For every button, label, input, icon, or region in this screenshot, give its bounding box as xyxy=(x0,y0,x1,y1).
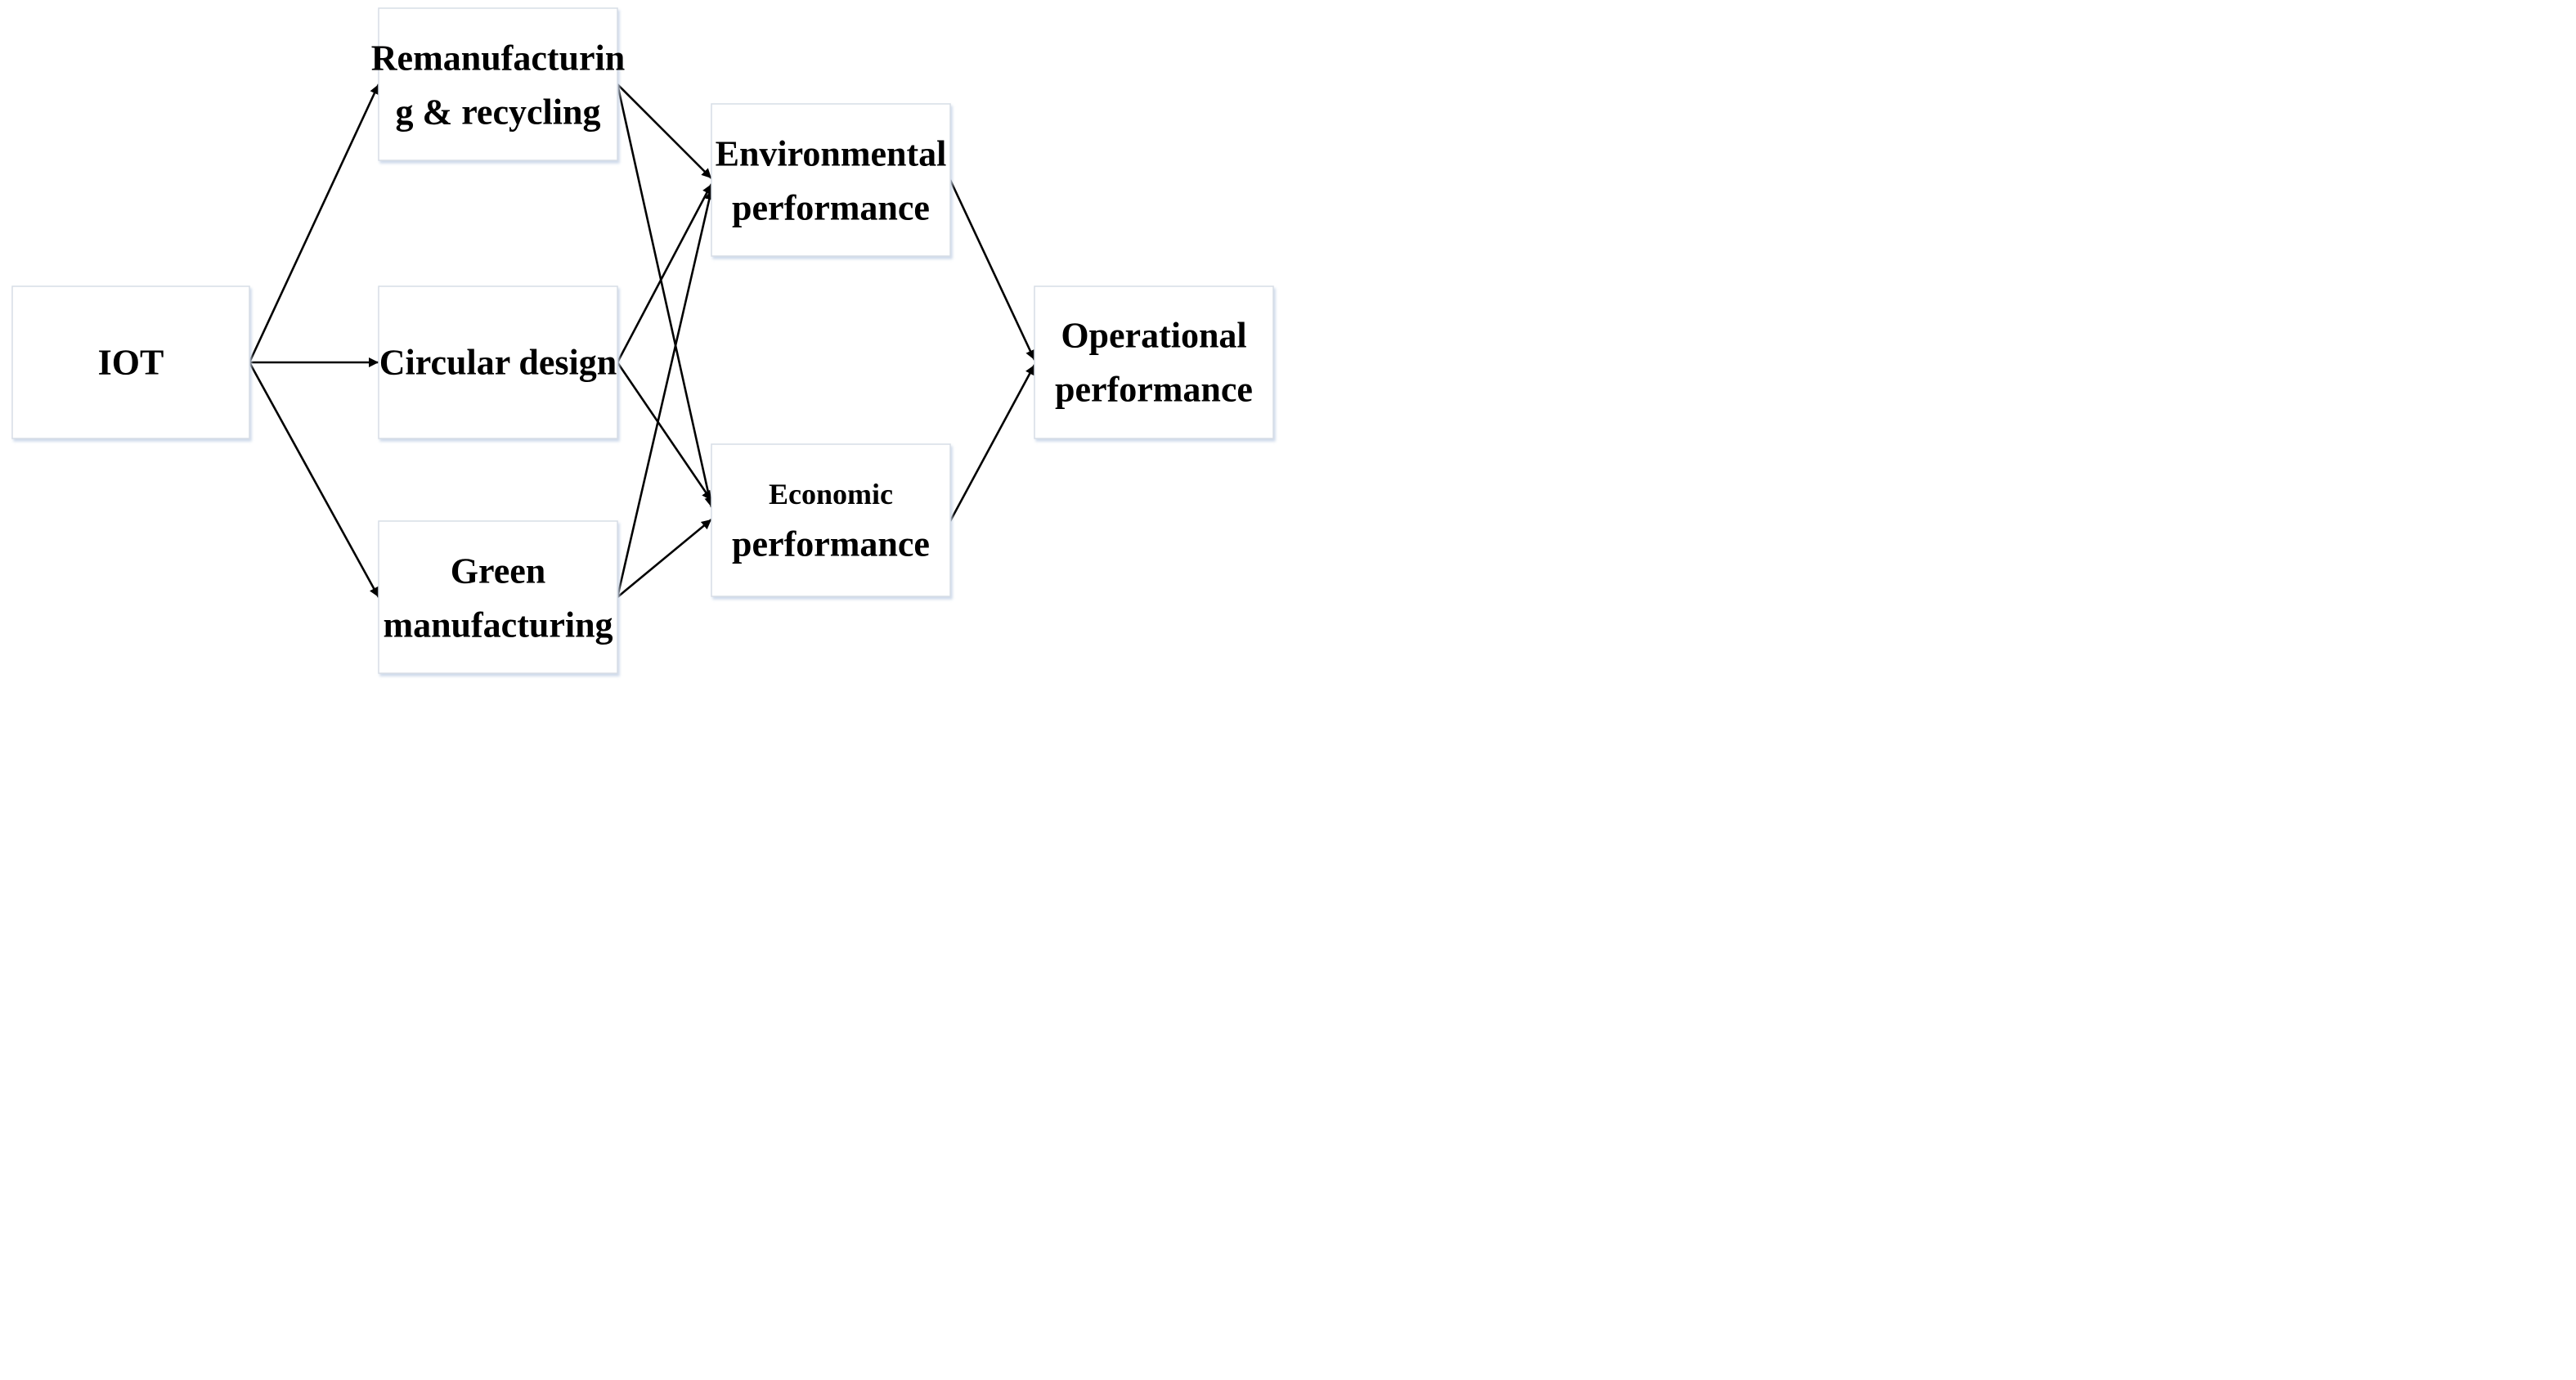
research-model-diagram: IOT Remanufacturin g & recycling Circula… xyxy=(11,7,1274,674)
node-circular-design-label: Circular design xyxy=(379,343,617,383)
node-environmental-performance: Environmental performance xyxy=(711,103,951,257)
arrows-layer xyxy=(248,83,1036,599)
node-green-manufacturing-label-line-2: manufacturing xyxy=(383,605,613,645)
arrow-green-manufacturing-to-economic xyxy=(617,518,712,599)
node-iot: IOT xyxy=(11,285,250,439)
node-environmental-label-line-1: Environmental xyxy=(716,134,947,174)
arrow-iot-to-green-manufacturing xyxy=(248,362,380,598)
arrow-remanufacturing-to-environmental xyxy=(617,83,712,179)
node-remanufacturing-recycling: Remanufacturin g & recycling xyxy=(371,7,625,161)
node-operational-label-line-1: Operational xyxy=(1061,316,1246,356)
arrow-environmental-to-operational xyxy=(949,179,1036,361)
node-remanufacturing-label-line-1: Remanufacturin xyxy=(371,38,625,79)
arrow-green-manufacturing-to-environmental xyxy=(616,189,715,598)
node-operational-label-line-2: performance xyxy=(1055,370,1253,410)
node-economic-label-line-1: Economic xyxy=(769,478,893,510)
node-environmental-label-line-2: performance xyxy=(732,188,930,228)
node-operational-performance: Operational performance xyxy=(1034,285,1274,439)
arrow-circular-design-to-environmental xyxy=(616,183,713,363)
nodes-layer: IOT Remanufacturin g & recycling Circula… xyxy=(11,7,1274,674)
node-green-manufacturing-label-line-1: Green xyxy=(451,551,546,591)
arrow-circular-design-to-economic xyxy=(616,362,713,501)
arrow-iot-to-remanufacturing xyxy=(248,83,380,363)
node-circular-design: Circular design xyxy=(378,285,618,439)
node-green-manufacturing: Green manufacturing xyxy=(378,520,618,674)
arrow-remanufacturing-to-economic xyxy=(616,83,715,508)
node-remanufacturing-label-line-2: g & recycling xyxy=(396,92,601,133)
node-economic-performance: Economic performance xyxy=(711,443,951,597)
node-iot-label: IOT xyxy=(98,343,164,383)
arrow-economic-to-operational xyxy=(949,364,1036,522)
node-economic-label-line-2: performance xyxy=(732,524,930,564)
